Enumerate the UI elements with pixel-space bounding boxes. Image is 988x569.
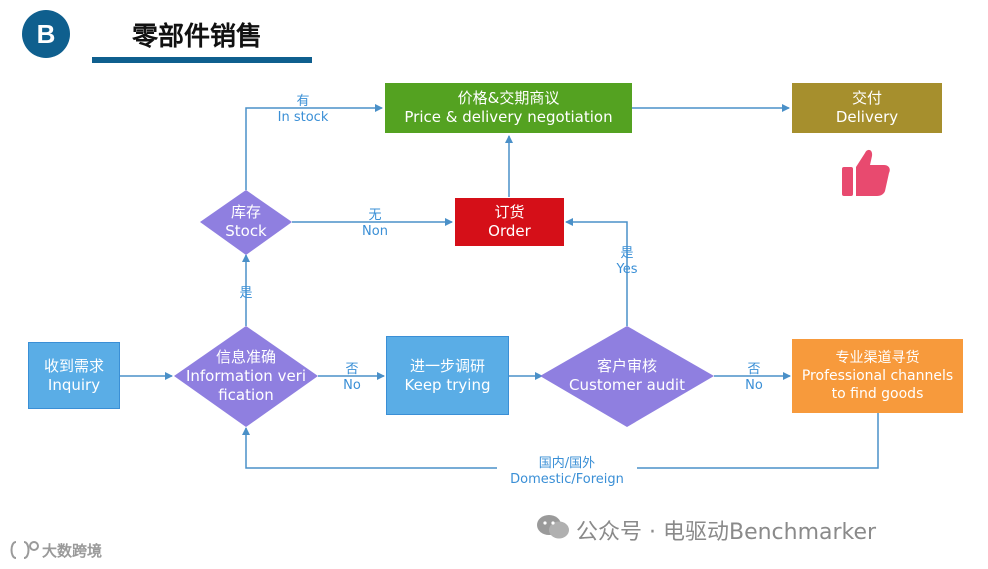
none-zh: 无 (368, 208, 382, 223)
stock-decision-diamond (200, 190, 292, 255)
delivery-zh: 交付 (851, 89, 882, 107)
stock-en: Stock (225, 222, 267, 240)
inquiry-zh: 收到需求 (43, 356, 104, 375)
arrow-stock-price (245, 104, 383, 190)
professional-en-1: Professional channels (801, 368, 954, 384)
yes-label-audit: 是 Yes (607, 246, 647, 278)
yes2-zh: 是 (620, 246, 634, 261)
order-zh: 订货 (494, 203, 525, 221)
wechat-icon (537, 515, 569, 539)
keep-trying-en: Keep trying (404, 375, 491, 394)
section-badge: B (22, 10, 70, 58)
keep-trying-zh: 进一步调研 (409, 356, 485, 375)
delivery-box: 交付 Delivery (792, 83, 942, 133)
verify-en-2: fication (218, 385, 274, 404)
in-stock-zh: 有 (296, 94, 310, 109)
price-negotiation-box: 价格&交期商议 Price & delivery negotiation (385, 83, 632, 133)
wechat-account-watermark: 公众号 · 电驱动Benchmarker (576, 520, 877, 545)
domestic-en: Domestic/Foreign (510, 472, 624, 487)
audit-en: Customer audit (569, 376, 685, 394)
price-en: Price & delivery negotiation (404, 108, 613, 126)
price-zh: 价格&交期商议 (457, 89, 560, 107)
no-en: No (343, 378, 361, 393)
stock-zh: 库存 (230, 203, 261, 221)
brand-logo-icon (10, 541, 39, 559)
audit-decision-diamond (540, 326, 714, 427)
no2-zh: 否 (747, 362, 761, 377)
professional-en-2: to find goods (831, 386, 924, 402)
audit-zh: 客户审核 (596, 357, 657, 375)
professional-zh: 专业渠道寻货 (835, 350, 920, 366)
title-underline (92, 57, 312, 63)
keep-trying-box: 进一步调研 Keep trying (386, 336, 509, 415)
yes2-en: Yes (616, 262, 638, 277)
no-label-audit: 否 No (734, 362, 774, 394)
inquiry-box: 收到需求 Inquiry (28, 342, 120, 409)
verify-zh: 信息准确 (215, 347, 276, 366)
yes-label-verify: 是 (230, 286, 262, 302)
verify-en-1: Information veri (185, 366, 307, 385)
order-box: 订货 Order (455, 198, 564, 246)
yes-zh: 是 (239, 286, 253, 301)
brand-watermark: 大数跨境 (42, 542, 103, 560)
in-stock-label: 有 In stock (268, 94, 338, 126)
audit-text: 客户审核 Customer audit (552, 354, 702, 398)
thumbs-up-icon (842, 149, 890, 196)
delivery-en: Delivery (835, 108, 899, 126)
none-en: Non (362, 224, 388, 239)
domestic-zh: 国内/国外 (538, 456, 596, 471)
domestic-foreign-label: 国内/国外 Domestic/Foreign (497, 456, 637, 488)
professional-channels-box: 专业渠道寻货 Professional channels to find goo… (792, 339, 963, 413)
stock-text: 库存 Stock (206, 200, 286, 244)
in-stock-en: In stock (277, 110, 329, 125)
arrow-audit-order (565, 218, 628, 326)
verify-decision-diamond (174, 326, 318, 427)
order-en: Order (488, 222, 531, 240)
no-zh: 否 (345, 362, 359, 377)
none-label: 无 Non (350, 208, 400, 240)
no2-en: No (745, 378, 763, 393)
inquiry-en: Inquiry (47, 375, 101, 394)
verify-text: 信息准确 Information veri fication (176, 344, 316, 408)
no-label-verify: 否 No (332, 362, 372, 394)
page-title: 零部件销售 (132, 22, 263, 52)
